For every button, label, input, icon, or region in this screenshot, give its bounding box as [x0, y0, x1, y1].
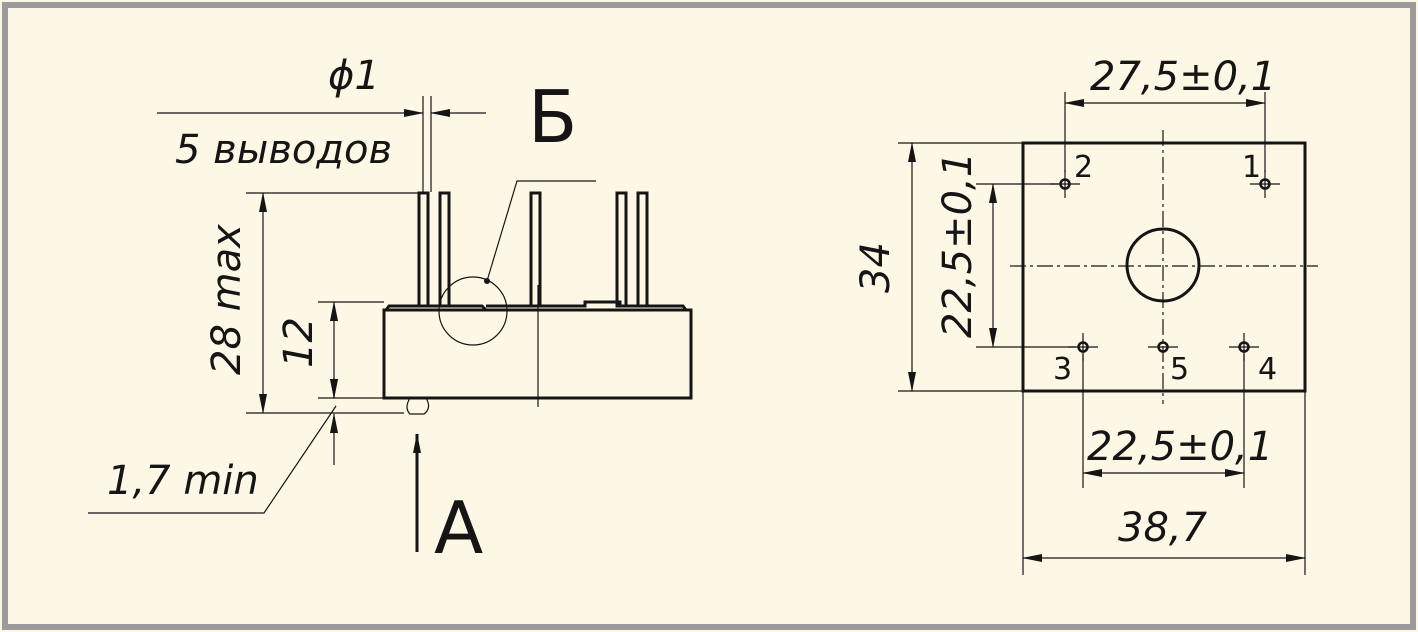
standoff-text: 1,7 min [107, 458, 259, 504]
pin-2-label: 2 [1074, 150, 1093, 185]
pin-spacing-vertical-text: 22,5±0,1 [935, 152, 981, 338]
mounting-hole [1125, 227, 1201, 303]
body-height-dimension: 12 [276, 301, 384, 399]
pin-diameter-dimension: ϕ1 5 выводов [157, 53, 486, 192]
body-height-top-dimension: 34 [853, 142, 1023, 392]
top-view: 1 2 3 4 5 27,5±0,1 34 22,5±0,1 [853, 54, 1318, 575]
pin-5-label: 5 [1170, 352, 1189, 387]
body-width-text: 38,7 [1118, 505, 1208, 551]
pin-spacing-top-text: 27,5±0,1 [1090, 54, 1276, 100]
view-arrow-a: А [413, 433, 483, 570]
pin-spacing-top-dimension: 27,5±0,1 [1064, 54, 1276, 172]
component-leads [417, 191, 649, 308]
pin-count-note: 5 выводов [175, 127, 392, 173]
height-max-dimension: 28 max [204, 192, 418, 414]
detail-label: Б [528, 75, 577, 159]
pin-spacing-vertical-dimension: 22,5±0,1 [935, 152, 1076, 348]
height-max-text: 28 max [204, 224, 250, 375]
view-arrow-label: А [434, 486, 483, 570]
pin-4-label: 4 [1258, 352, 1277, 387]
pin-markers [1050, 170, 1280, 361]
side-view: Б ϕ1 5 выводов 28 max 12 [88, 53, 693, 570]
detail-leader [486, 180, 596, 282]
pin-3-label: 3 [1053, 352, 1072, 387]
pin-spacing-bottom-text: 22,5±0,1 [1087, 424, 1273, 470]
pin-1-label: 1 [1242, 150, 1261, 185]
pin-spacing-bottom-dimension: 22,5±0,1 [1082, 354, 1273, 488]
body-height-top-text: 34 [853, 242, 899, 293]
detail-circle [438, 276, 508, 346]
top-view-body [1021, 141, 1307, 393]
standoff-dimension: 1,7 min [88, 378, 338, 514]
body-width-dimension: 38,7 [1022, 391, 1306, 575]
body-height-text: 12 [276, 317, 322, 368]
pin-diameter-text: ϕ1 [328, 53, 380, 99]
